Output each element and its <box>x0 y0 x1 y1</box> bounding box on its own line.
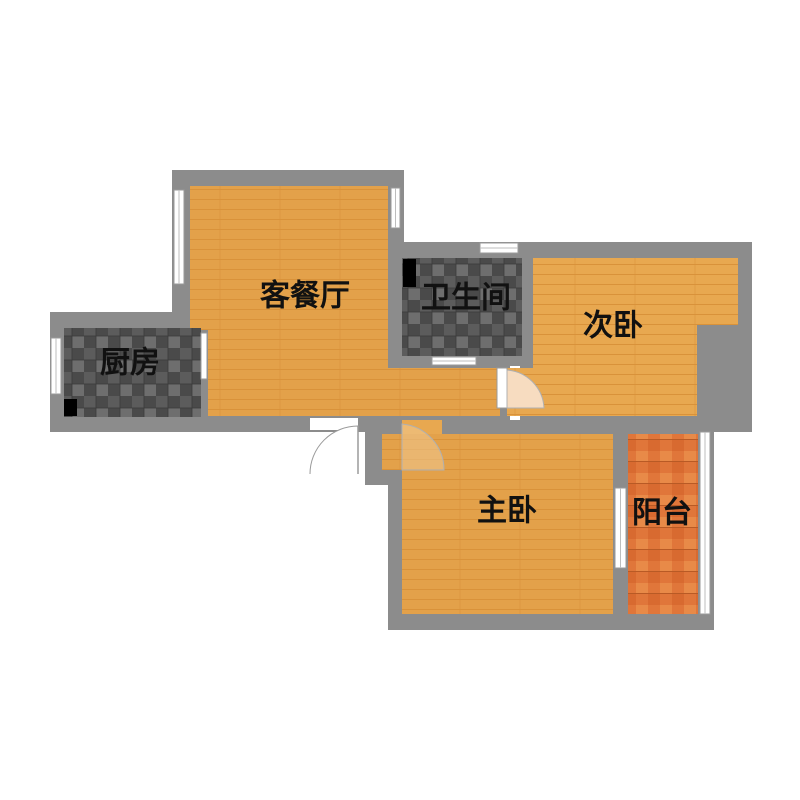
doors <box>309 367 545 475</box>
window-master-balcony <box>614 487 627 569</box>
floor-master-bedroom <box>382 434 613 614</box>
floors <box>64 186 738 614</box>
window-balcony <box>699 431 711 615</box>
bathroom-flue-marker <box>403 259 416 287</box>
door-second-bedroom <box>496 367 545 409</box>
room-label-second-bedroom: 次卧 <box>583 309 643 344</box>
floor-bathroom <box>402 258 522 356</box>
room-label-kitchen: 厨房 <box>100 346 160 381</box>
window-bathroom-top <box>479 242 519 254</box>
window-living-right <box>390 187 401 229</box>
floor-second-bedroom <box>507 258 738 416</box>
window-kitchen <box>50 337 62 395</box>
window-kitchen-inner <box>200 332 208 380</box>
window-living-left <box>173 189 185 285</box>
floor-living <box>190 186 500 416</box>
floor-kitchen <box>64 328 201 417</box>
room-label-balcony: 阳台 <box>632 496 692 531</box>
windows <box>50 187 711 615</box>
door-master-bedroom <box>401 420 445 471</box>
kitchen-flue-marker <box>64 399 77 416</box>
window-bathroom-bottom <box>431 356 477 366</box>
room-label-bathroom: 卫生间 <box>421 281 511 316</box>
room-labels: 客餐厅 厨房 卫生间 次卧 主卧 阳台 <box>100 279 692 531</box>
door-entrance <box>309 418 359 475</box>
entry-notch <box>365 434 382 484</box>
floor-balcony <box>628 434 698 614</box>
room-label-living: 客餐厅 <box>260 279 350 314</box>
room-label-master-bedroom: 主卧 <box>477 494 537 529</box>
